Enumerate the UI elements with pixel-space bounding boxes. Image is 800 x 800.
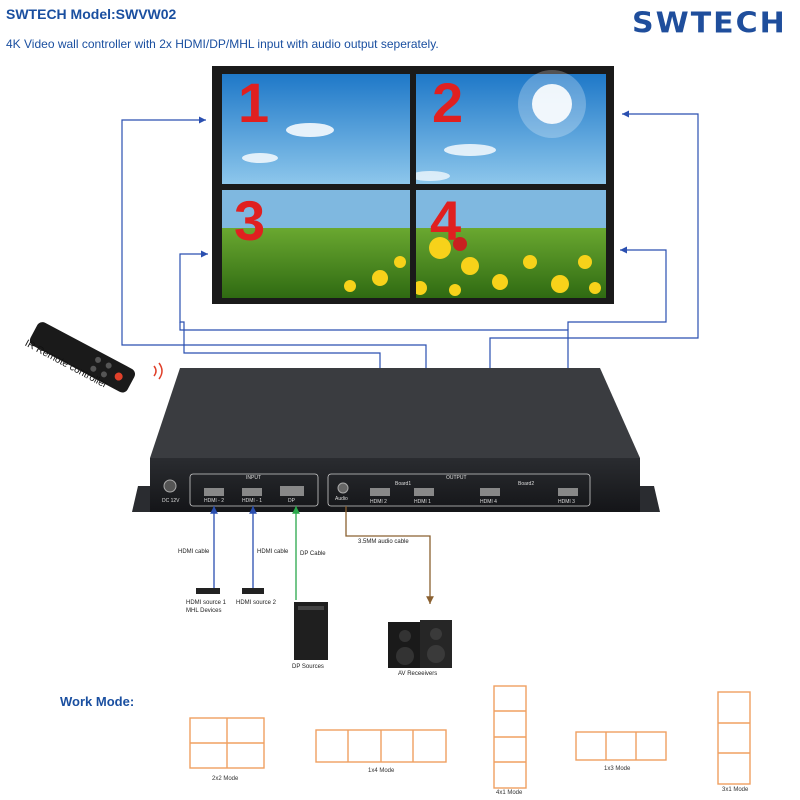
mode-4x1-diagram [493, 685, 527, 789]
port-hdmi-3-out: HDMI 3 [558, 499, 575, 505]
output-panel-label: OUTPUT [446, 475, 467, 481]
mhl-devices-label: MHL Devices [186, 608, 222, 614]
mode-1x4-diagram [315, 729, 447, 763]
port-hdmi-1-in: HDMI - 1 [242, 498, 262, 504]
dp-source-device [294, 602, 328, 660]
board1-label: Board1 [395, 481, 412, 487]
dp-sources-label: DP Sources [292, 664, 324, 670]
work-mode-title: Work Mode: [60, 694, 135, 709]
dp-cable-label: DP Cable [300, 551, 326, 557]
av-receivers-label: AV Receeivers [398, 671, 438, 677]
audio-cable-label: 3.5MM audio cable [358, 539, 409, 545]
hdmi-cable-2-label: HDMI cable [257, 549, 289, 555]
board2-label: Board2 [518, 481, 535, 487]
mode-3x1-label: 3x1 Mode [722, 787, 749, 793]
controller-device [132, 368, 660, 512]
page-title: SWTECH Model:SWVW02 [6, 6, 177, 22]
mode-1x3-label: 1x3 Mode [604, 766, 631, 772]
port-hdmi-4-out: HDMI 4 [480, 499, 497, 505]
hdmi-cable-1-label: HDMI cable [178, 549, 210, 555]
input-panel-label: INPUT [246, 475, 261, 481]
brand-logo: SWTECH [632, 6, 787, 41]
av-receiver-speakers [388, 620, 452, 668]
video-wall [212, 66, 614, 304]
power-label: DC 12V [162, 498, 180, 504]
work-mode-diagrams [189, 685, 751, 789]
hdmi-source-2-label: HDMI source 2 [236, 600, 277, 606]
mode-1x3-diagram [575, 731, 667, 761]
screen-3-number: 3 [234, 189, 265, 252]
mode-3x1-diagram [717, 691, 751, 785]
mode-4x1-label: 4x1 Mode [496, 790, 523, 796]
hdmi-source-2-device [242, 588, 264, 594]
port-hdmi-2-in: HDMI - 2 [204, 498, 224, 504]
mode-2x2-diagram [189, 717, 265, 769]
screen-2-number: 2 [432, 71, 463, 134]
screen-4-number: 4 [430, 189, 461, 252]
port-hdmi-1-out: HDMI 1 [414, 499, 431, 505]
screen-1-number: 1 [238, 71, 269, 134]
ir-remote [29, 322, 163, 393]
port-dp-in: DP [288, 498, 295, 504]
audio-port-label: Audio [335, 496, 348, 502]
audio-cable-line [345, 506, 434, 604]
hdmi-source-1-label: HDMI source 1 [186, 600, 227, 606]
port-hdmi-2-out: HDMI 2 [370, 499, 387, 505]
hdmi-source-1-device [196, 588, 220, 594]
mode-2x2-label: 2x2 Mode [212, 776, 239, 782]
mode-1x4-label: 1x4 Mode [368, 768, 395, 774]
page-subtitle: 4K Video wall controller with 2x HDMI/DP… [6, 37, 439, 51]
